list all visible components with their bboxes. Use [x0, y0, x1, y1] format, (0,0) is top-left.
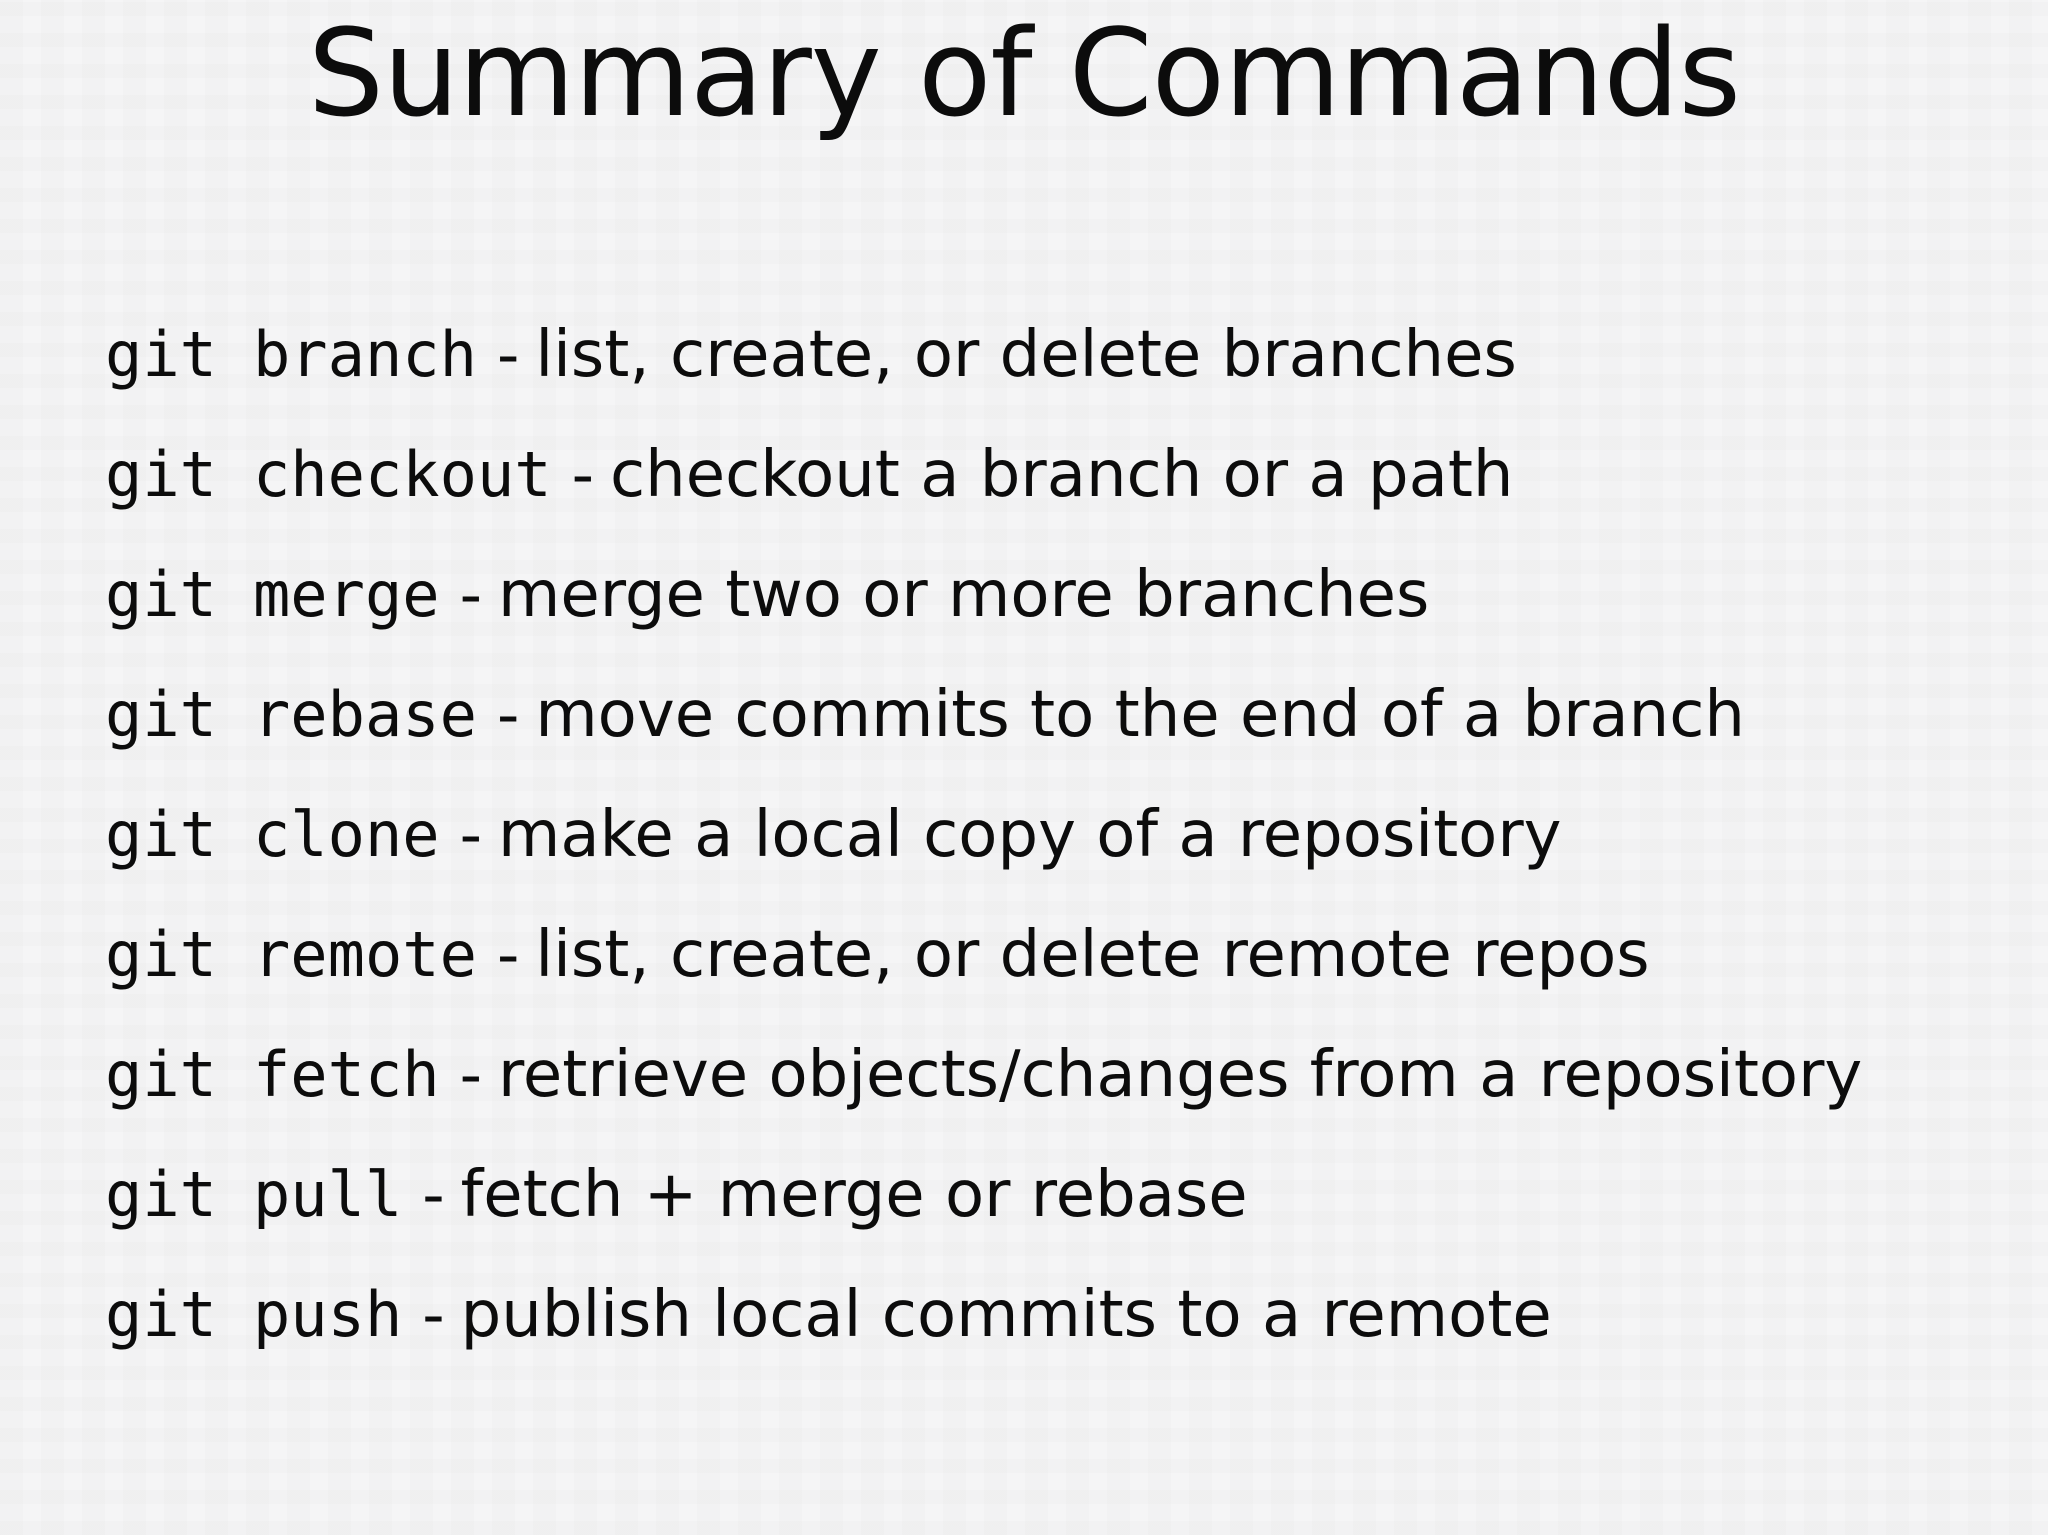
separator: - — [459, 798, 482, 871]
command-description: move commits to the end of a branch — [535, 678, 1745, 752]
git-prefix: git — [105, 1158, 217, 1231]
separator: - — [422, 1158, 445, 1231]
command-name: clone — [252, 798, 440, 871]
separator: - — [459, 1038, 482, 1111]
command-name: fetch — [252, 1038, 440, 1111]
command-row-merge: git merge-merge two or more branches — [105, 535, 2008, 655]
command-description: publish local commits to a remote — [460, 1278, 1552, 1352]
separator: - — [496, 678, 520, 751]
git-prefix: git — [105, 318, 217, 391]
command-description: merge two or more branches — [498, 558, 1430, 632]
git-prefix: git — [105, 438, 217, 511]
command-row-rebase: git rebase-move commits to the end of a b… — [105, 655, 2008, 775]
separator: - — [571, 438, 594, 511]
command-row-remote: git remote-list, create, or delete remote… — [105, 895, 2008, 1015]
separator: - — [422, 1278, 445, 1351]
command-description: fetch + merge or rebase — [460, 1158, 1248, 1232]
command-row-clone: git clone-make a local copy of a reposito… — [105, 775, 2008, 895]
command-name: rebase — [252, 678, 477, 751]
command-name: checkout — [252, 438, 552, 511]
command-name: remote — [252, 918, 477, 991]
git-prefix: git — [105, 798, 217, 871]
command-row-fetch: git fetch-retrieve objects/changes from a… — [105, 1015, 2008, 1135]
command-description: list, create, or delete remote repos — [535, 918, 1650, 992]
command-description: checkout a branch or a path — [609, 438, 1514, 512]
git-prefix: git — [105, 678, 217, 751]
git-prefix: git — [105, 1278, 217, 1351]
command-description: list, create, or delete branches — [535, 318, 1517, 392]
slide-title: Summary of Commands — [307, 5, 1741, 144]
command-name: branch — [252, 318, 477, 391]
separator: - — [496, 918, 520, 991]
separator: - — [496, 318, 520, 391]
git-prefix: git — [105, 558, 217, 631]
git-prefix: git — [105, 1038, 217, 1111]
command-row-checkout: git checkout-checkout a branch or a path — [105, 415, 2008, 535]
git-prefix: git — [105, 918, 217, 991]
command-name: pull — [252, 1158, 403, 1231]
command-row-branch: git branch-list, create, or delete branch… — [105, 295, 2008, 415]
command-description: retrieve objects/changes from a reposito… — [498, 1038, 1863, 1112]
command-description: make a local copy of a repository — [498, 798, 1562, 872]
command-name: push — [252, 1278, 403, 1351]
separator: - — [459, 558, 482, 631]
command-name: merge — [252, 558, 440, 631]
